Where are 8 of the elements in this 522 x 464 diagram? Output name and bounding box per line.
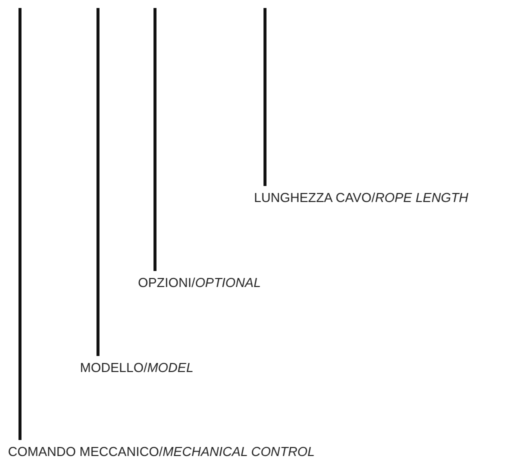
- leader-line: [154, 8, 156, 271]
- part-label: MODELLO/MODEL: [80, 360, 194, 376]
- leader-line: [264, 8, 266, 186]
- leader-line: [18, 8, 22, 440]
- part-label: OPZIONI/OPTIONAL: [138, 275, 261, 291]
- part-label: COMANDO MECCANICO/MECHANICAL CONTROL: [8, 444, 315, 460]
- leader-line: [96, 8, 100, 356]
- part-label: LUNGHEZZA CAVO/ROPE LENGTH: [254, 190, 468, 206]
